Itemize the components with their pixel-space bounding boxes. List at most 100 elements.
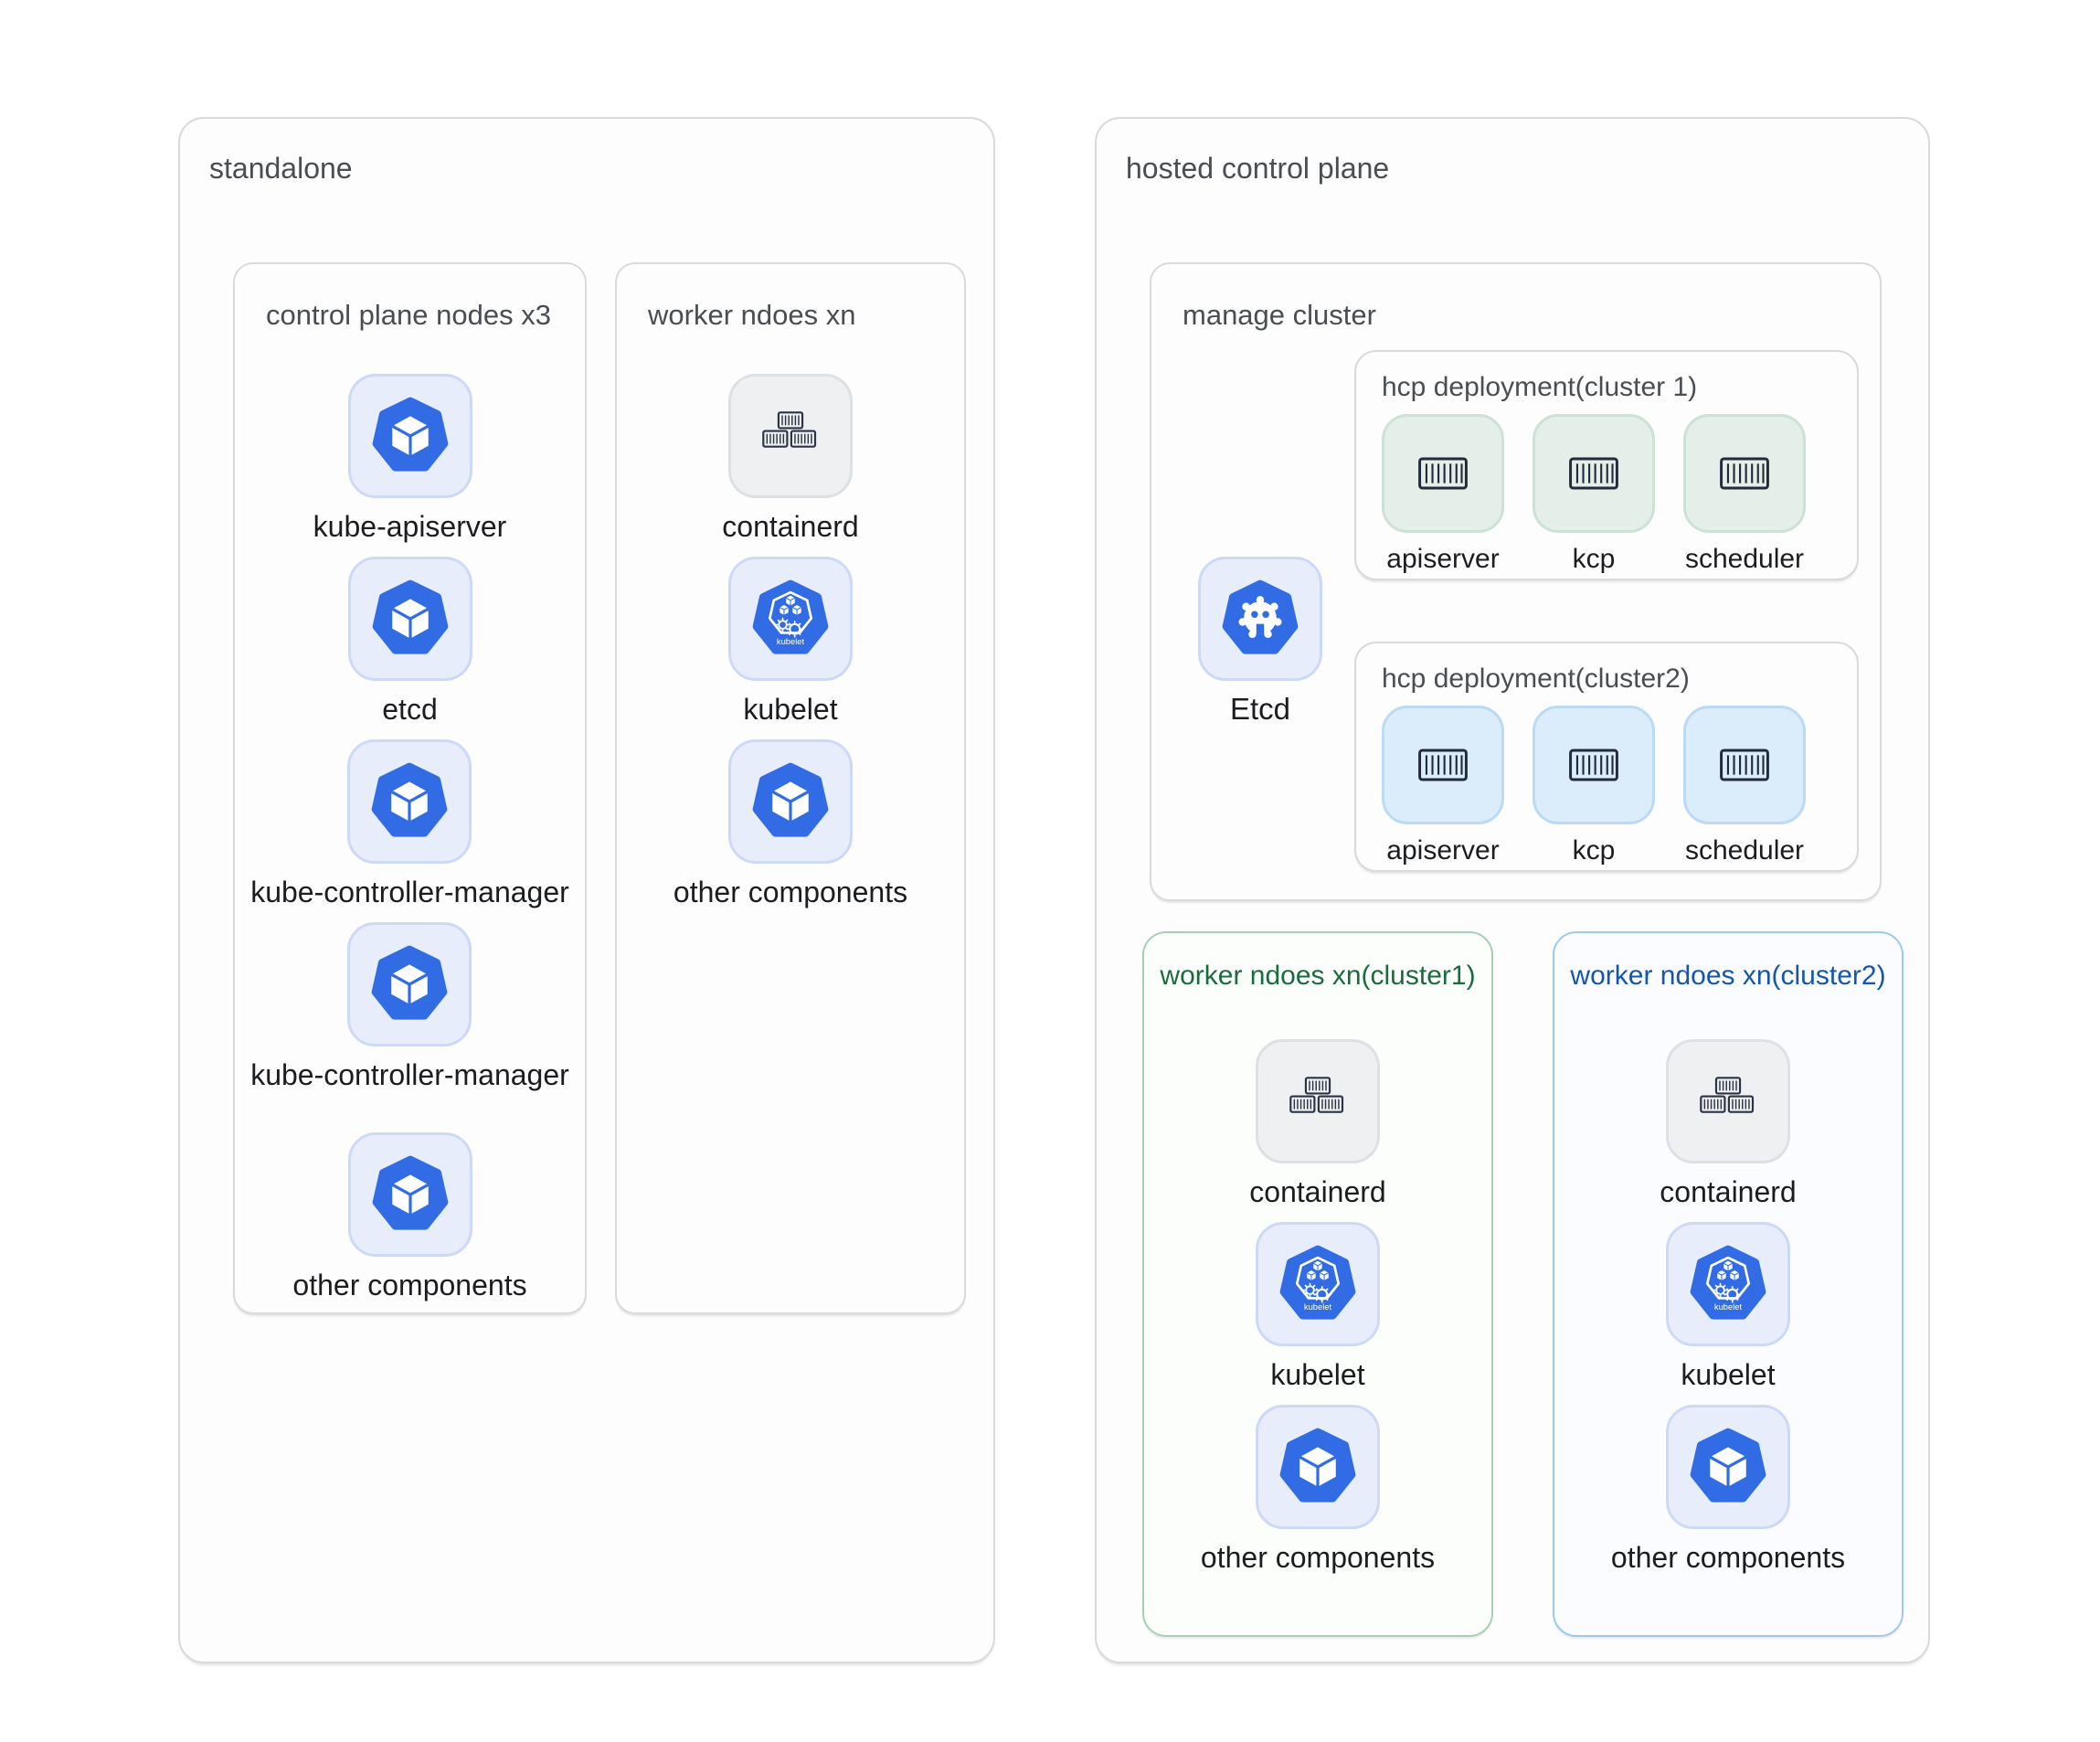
etcd-icon bbox=[1217, 576, 1303, 662]
svg-text:kubelet: kubelet bbox=[1714, 1301, 1743, 1312]
component-label: other components bbox=[292, 1269, 527, 1301]
hosted-control-plane-panel: hosted control plane manage cluster Etcd… bbox=[1095, 117, 1930, 1663]
hcp-deployment-cluster1-title: hcp deployment(cluster 1) bbox=[1382, 372, 1698, 402]
component-tile bbox=[347, 557, 472, 681]
hcp-deployment-cluster2-title: hcp deployment(cluster2) bbox=[1382, 664, 1690, 694]
container-item: apiserver bbox=[1382, 414, 1504, 575]
control-plane-nodes-title: control plane nodes x3 bbox=[266, 299, 551, 331]
container-icon bbox=[1556, 436, 1631, 511]
component: other components bbox=[1201, 1405, 1435, 1575]
component-tile bbox=[728, 374, 853, 498]
component-tile bbox=[1683, 706, 1806, 824]
component-tile bbox=[1256, 1405, 1380, 1529]
component-tile bbox=[347, 922, 472, 1046]
control-plane-nodes-box: control plane nodes x3 kube-apiserver et… bbox=[233, 262, 587, 1314]
component-label: kcp bbox=[1572, 835, 1616, 866]
component: kubelet kubelet bbox=[1256, 1222, 1380, 1392]
component-tile: kubelet bbox=[1666, 1222, 1790, 1346]
component-tile: kubelet bbox=[1256, 1222, 1380, 1346]
container-item: scheduler bbox=[1683, 414, 1806, 575]
worker-components: containerd kubelet kubelet other compone… bbox=[617, 374, 964, 909]
component: kubelet kubelet bbox=[1666, 1222, 1790, 1392]
component-label: Etcd bbox=[1229, 692, 1291, 726]
container-icon bbox=[1707, 728, 1782, 802]
container-icon bbox=[1556, 728, 1631, 802]
kubernetes-cube-icon bbox=[1275, 1424, 1361, 1510]
worker-nodes-cluster2-title: worker ndoes xn(cluster2) bbox=[1570, 961, 1886, 991]
component-label: kube-controller-manager bbox=[250, 876, 569, 908]
manage-cluster-box: manage cluster Etcd hcp deployment(clust… bbox=[1150, 262, 1882, 901]
component-label: scheduler bbox=[1684, 835, 1805, 866]
component-tile bbox=[347, 374, 472, 498]
worker-nodes-box: worker ndoes xn containerd kubelet kubel… bbox=[615, 262, 966, 1314]
container-icon bbox=[1405, 728, 1480, 802]
kubernetes-cube-icon bbox=[366, 759, 452, 844]
container-item: scheduler bbox=[1683, 706, 1806, 866]
worker-nodes-cluster1-box: worker ndoes xn(cluster1) containerd kub… bbox=[1142, 931, 1493, 1637]
component-tile bbox=[728, 739, 853, 864]
component-tile bbox=[1533, 706, 1655, 824]
component: kube-controller-manager bbox=[250, 739, 569, 909]
kubernetes-cube-icon bbox=[367, 576, 453, 662]
component-label: other components bbox=[1610, 1541, 1846, 1574]
kubernetes-cube-icon bbox=[367, 1152, 453, 1237]
component-label: containerd bbox=[722, 510, 859, 543]
kubelet-icon: kubelet bbox=[748, 576, 833, 662]
component-tile bbox=[1382, 414, 1504, 533]
component: kube-controller-manager bbox=[250, 922, 569, 1092]
component-label: etcd bbox=[382, 693, 438, 726]
kubelet-icon: kubelet bbox=[1685, 1241, 1771, 1327]
svg-text:kubelet: kubelet bbox=[1304, 1301, 1332, 1312]
standalone-panel: standalone control plane nodes x3 kube-a… bbox=[178, 117, 995, 1663]
container-item: kcp bbox=[1533, 414, 1655, 575]
component-tile bbox=[1683, 414, 1806, 533]
containerd-icon bbox=[1277, 1060, 1359, 1142]
component-tile bbox=[1666, 1039, 1790, 1163]
component: containerd bbox=[1660, 1039, 1797, 1209]
component-label: kubelet bbox=[743, 693, 838, 726]
standalone-title: standalone bbox=[209, 152, 353, 185]
component: other components bbox=[292, 1132, 527, 1302]
kubernetes-cube-icon bbox=[1685, 1424, 1771, 1510]
kubernetes-cube-icon bbox=[367, 393, 453, 479]
component-tile bbox=[347, 739, 472, 864]
hcp-deployment-cluster2-containers: apiserver kcp scheduler bbox=[1382, 706, 1857, 866]
kubernetes-cube-icon bbox=[748, 759, 833, 844]
hcp-deployment-cluster1-containers: apiserver kcp scheduler bbox=[1382, 414, 1857, 575]
svg-text:kubelet: kubelet bbox=[777, 636, 805, 646]
component-label: other components bbox=[673, 876, 908, 908]
containerd-icon bbox=[1687, 1060, 1769, 1142]
worker-nodes-cluster1-title: worker ndoes xn(cluster1) bbox=[1160, 961, 1476, 991]
component-label: scheduler bbox=[1684, 544, 1805, 574]
component-label: apiserver bbox=[1386, 835, 1500, 866]
cluster2-worker-components: containerd kubelet kubelet other compone… bbox=[1554, 1039, 1902, 1575]
component-label: kube-controller-manager bbox=[250, 1058, 569, 1091]
component: etcd bbox=[347, 557, 472, 727]
hcp-deployment-cluster1-box: hcp deployment(cluster 1) apiserver kcp bbox=[1354, 350, 1859, 580]
component-tile bbox=[1666, 1405, 1790, 1529]
container-item: kcp bbox=[1533, 706, 1655, 866]
component-tile bbox=[1382, 706, 1504, 824]
component-label: other components bbox=[1200, 1541, 1436, 1574]
containerd-icon bbox=[749, 395, 832, 477]
component-label: kubelet bbox=[1681, 1358, 1776, 1391]
kubernetes-cube-icon bbox=[366, 941, 452, 1027]
component-label: kcp bbox=[1572, 544, 1616, 574]
component-tile bbox=[1256, 1039, 1380, 1163]
component: other components bbox=[1611, 1405, 1845, 1575]
component-label: apiserver bbox=[1386, 544, 1500, 574]
container-icon bbox=[1405, 436, 1480, 511]
component-tile bbox=[347, 1132, 472, 1257]
container-icon bbox=[1707, 436, 1782, 511]
component-tile bbox=[1533, 414, 1655, 533]
component-tile bbox=[1198, 557, 1322, 681]
worker-nodes-cluster2-box: worker ndoes xn(cluster2) containerd kub… bbox=[1553, 931, 1904, 1637]
manage-cluster-title: manage cluster bbox=[1183, 299, 1376, 331]
component-label: containerd bbox=[1660, 1175, 1797, 1208]
hosted-control-plane-title: hosted control plane bbox=[1126, 152, 1390, 185]
worker-nodes-title: worker ndoes xn bbox=[648, 299, 856, 331]
component: containerd bbox=[722, 374, 859, 544]
hcp-deployment-cluster2-box: hcp deployment(cluster2) apiserver kcp bbox=[1354, 642, 1859, 872]
component-label: kube-apiserver bbox=[313, 510, 507, 543]
component-tile: kubelet bbox=[728, 557, 853, 681]
